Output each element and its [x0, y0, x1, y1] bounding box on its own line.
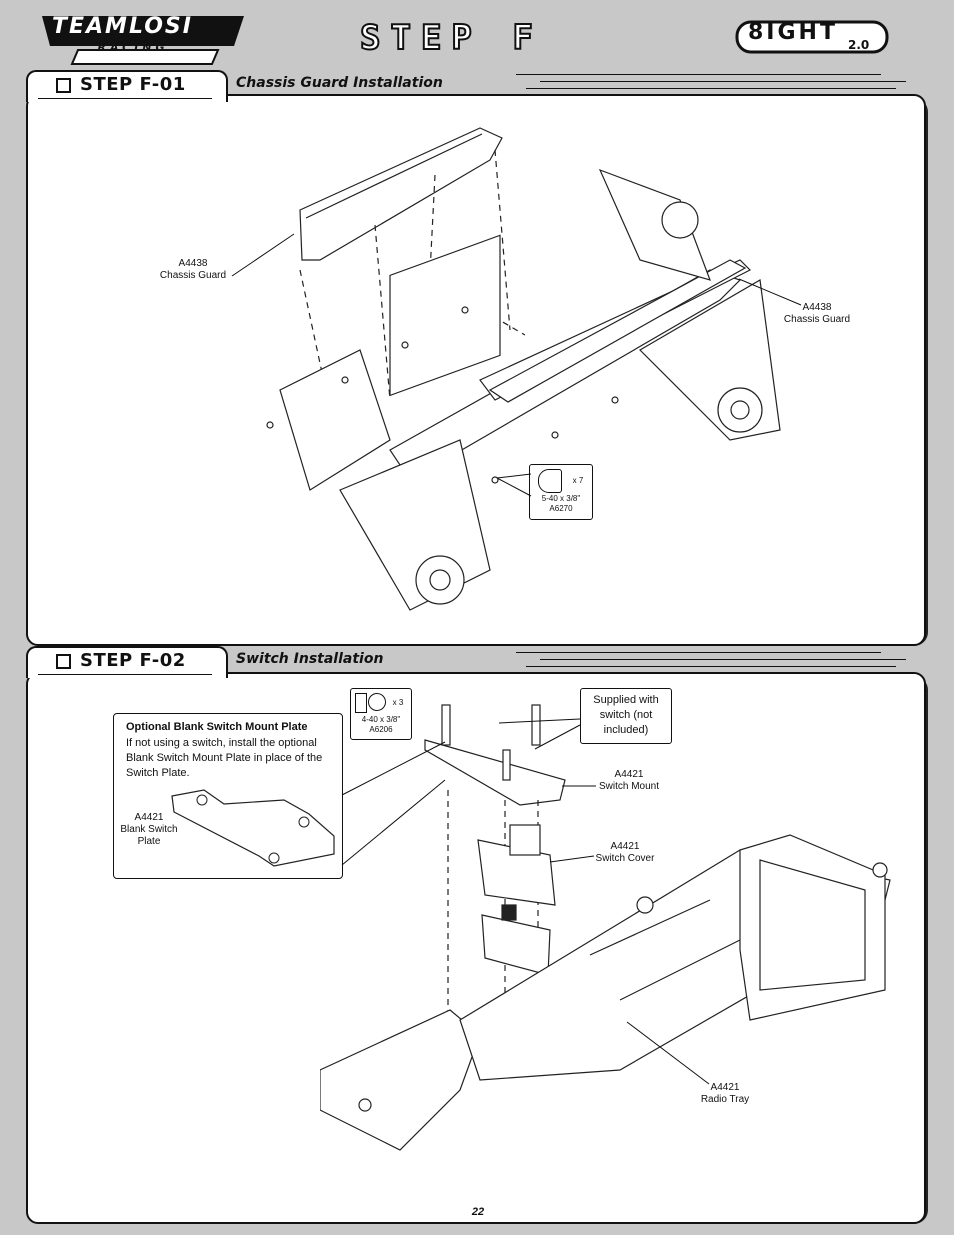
optional-heading: Optional Blank Switch Mount Plate: [126, 721, 308, 733]
header-rules-f02: [516, 652, 906, 670]
guard-callout-left: A4438 Chassis Guard: [158, 258, 228, 282]
blank-plate-drawing: [171, 789, 335, 867]
header-rules-f01: [516, 74, 906, 92]
leader-supplied: [498, 718, 581, 750]
step-f02-label: STEP F-02: [80, 650, 186, 671]
guard-right-name: Chassis Guard: [783, 314, 851, 325]
step-f02-tab: [26, 646, 228, 678]
screw-f01-part: A6270: [549, 504, 573, 513]
step-f01-checkbox[interactable]: [56, 78, 71, 93]
step-f02-title: Switch Installation: [236, 651, 384, 667]
brand-top-text: TEAMLOSI: [52, 14, 193, 39]
guard-left-name: Chassis Guard: [159, 270, 227, 281]
leader-switch-mount: [562, 785, 596, 787]
eight-logo: [735, 16, 895, 60]
washer-screw-icon: [355, 693, 367, 713]
radio-tray-part: A4421: [710, 1082, 740, 1093]
step-f01-label: STEP F-01: [80, 74, 186, 95]
page-title: STEP F: [359, 17, 543, 59]
screw-icon: [538, 469, 562, 493]
switch-illustration: [319, 690, 900, 1190]
chassis-illustration: [240, 110, 800, 620]
washer-icon: [368, 693, 386, 711]
leader-guard-right: [738, 278, 802, 306]
leader-switch-cover: [549, 855, 595, 863]
switch-cover-name: Switch Cover: [595, 853, 655, 864]
supplied-note-text: Supplied with switch (not included): [593, 694, 659, 736]
optional-plate-box: Optional Blank Switch Mount Plate If not…: [113, 713, 343, 879]
radio-tray-name: Radio Tray: [700, 1094, 750, 1105]
step-f02-underline: [38, 674, 212, 675]
screw-box-f01: x 7 5-40 x 3/8" A6270: [529, 464, 593, 520]
guard-callout-right: A4438 Chassis Guard: [780, 302, 854, 326]
supplied-note-box: Supplied with switch (not included): [580, 688, 672, 744]
blank-plate-name: Blank Switch Plate: [120, 824, 178, 847]
leader-guard-left: [231, 233, 295, 277]
step-f01-underline: [38, 98, 212, 99]
leader-optional: [341, 741, 446, 866]
blank-plate-part: A4421: [134, 812, 164, 823]
radio-tray-callout: A4421 Radio Tray: [690, 1082, 760, 1106]
screw-f01-qty: x 7: [572, 476, 584, 485]
leader-radio-tray: [626, 1021, 710, 1085]
step-f01-title: Chassis Guard Installation: [236, 75, 443, 91]
model-version-text: 2.0: [848, 38, 870, 52]
screw-f02-part: A6206: [369, 725, 393, 734]
model-logo-text: 8IGHT: [748, 20, 838, 45]
guard-left-part: A4438: [178, 258, 208, 269]
brand-bottom-text: RACING: [97, 41, 169, 54]
screw-f02-qty: x 3: [392, 698, 404, 707]
optional-body: If not using a switch, install the optio…: [126, 737, 323, 779]
screw-f02-size: 4-40 x 3/8": [361, 715, 401, 724]
switch-cover-part: A4421: [610, 841, 640, 852]
screw-f01-size: 5-40 x 3/8": [541, 494, 581, 503]
guard-right-part: A4438: [802, 302, 832, 313]
switch-cover-callout: A4421 Switch Cover: [590, 841, 660, 865]
team-losi-logo: [38, 10, 248, 66]
step-f02-checkbox[interactable]: [56, 654, 71, 669]
screw-box-f02: x 3 4-40 x 3/8" A6206: [350, 688, 412, 740]
switch-mount-part: A4421: [614, 769, 644, 780]
page-number: 22: [471, 1206, 485, 1218]
leader-screw-f01: [496, 473, 532, 497]
switch-mount-name: Switch Mount: [598, 781, 660, 792]
switch-mount-callout: A4421 Switch Mount: [594, 769, 664, 793]
